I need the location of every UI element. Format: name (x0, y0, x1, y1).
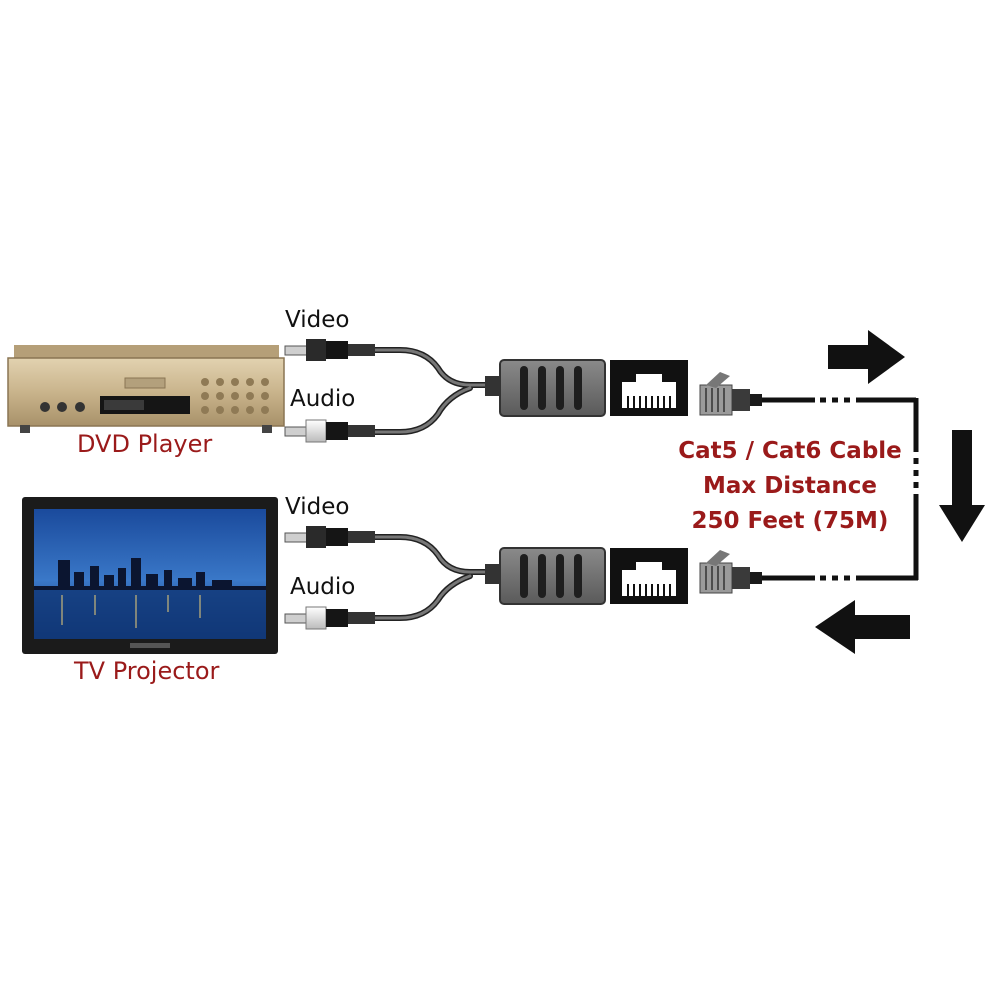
dvd-player-label: DVD Player (77, 430, 213, 458)
source-audio-label: Audio (290, 386, 356, 412)
display-video-label: Video (285, 494, 350, 520)
cat-cable (760, 397, 919, 581)
arrow-right-icon (828, 330, 905, 384)
arrow-left-icon (815, 600, 910, 654)
tv-screen-icon (22, 497, 278, 654)
tv-projector-label: TV Projector (74, 657, 220, 685)
rj45-plug-icon (699, 372, 762, 416)
cable-distance-value: 250 Feet (75M) (691, 508, 889, 534)
cable-type-label: Cat5 / Cat6 Cable (678, 438, 902, 464)
rca-cables (372, 347, 508, 621)
balun-display (485, 547, 606, 605)
rca-plug-video-display (284, 526, 375, 548)
rca-plug-audio-source (284, 419, 375, 443)
balun-source (485, 359, 606, 417)
arrow-down-icon (939, 430, 985, 542)
rj45-plug-icon (699, 550, 762, 594)
rj45-jack-icon (610, 548, 688, 604)
dvd-player-icon (7, 345, 285, 433)
rca-plug-audio-display (284, 606, 375, 630)
source-video-label: Video (285, 307, 350, 333)
rca-plug-video-source (284, 339, 375, 361)
rj45-jack-icon (610, 360, 688, 416)
display-audio-label: Audio (290, 574, 356, 600)
cable-distance-heading: Max Distance (702, 473, 878, 499)
